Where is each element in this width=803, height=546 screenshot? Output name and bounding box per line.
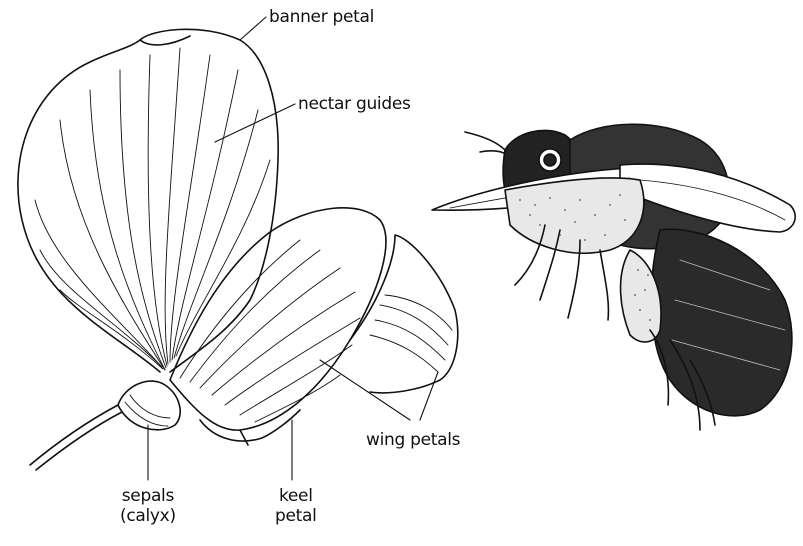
label-nectar-guides: nectar guides [298, 94, 411, 114]
label-keel-petal: keel petal [275, 486, 317, 526]
flower-drawing [18, 17, 458, 480]
label-sepals-line2: (calyx) [120, 506, 176, 526]
bee-drawing [432, 124, 795, 430]
nectar-guide-veins [35, 48, 270, 370]
label-keel-line1: keel [275, 486, 317, 506]
bee-pollen-patch [505, 178, 644, 253]
label-banner-petal: banner petal [269, 7, 374, 27]
wing-petal-rear [350, 235, 458, 393]
leader-wing-2 [420, 372, 438, 420]
label-keel-line2: petal [275, 506, 317, 526]
wing-petal-front [170, 208, 386, 430]
bee-abdomen [651, 229, 792, 416]
leader-wing-1 [320, 360, 410, 420]
label-sepals-line1: sepals [120, 486, 176, 506]
stem [30, 405, 118, 465]
label-wing-petals: wing petals [366, 430, 460, 450]
banner-petal-outline [18, 29, 278, 372]
keel-petal [200, 410, 300, 441]
label-sepals: sepals (calyx) [120, 486, 176, 526]
calyx [118, 381, 180, 430]
leader-banner [240, 17, 266, 40]
